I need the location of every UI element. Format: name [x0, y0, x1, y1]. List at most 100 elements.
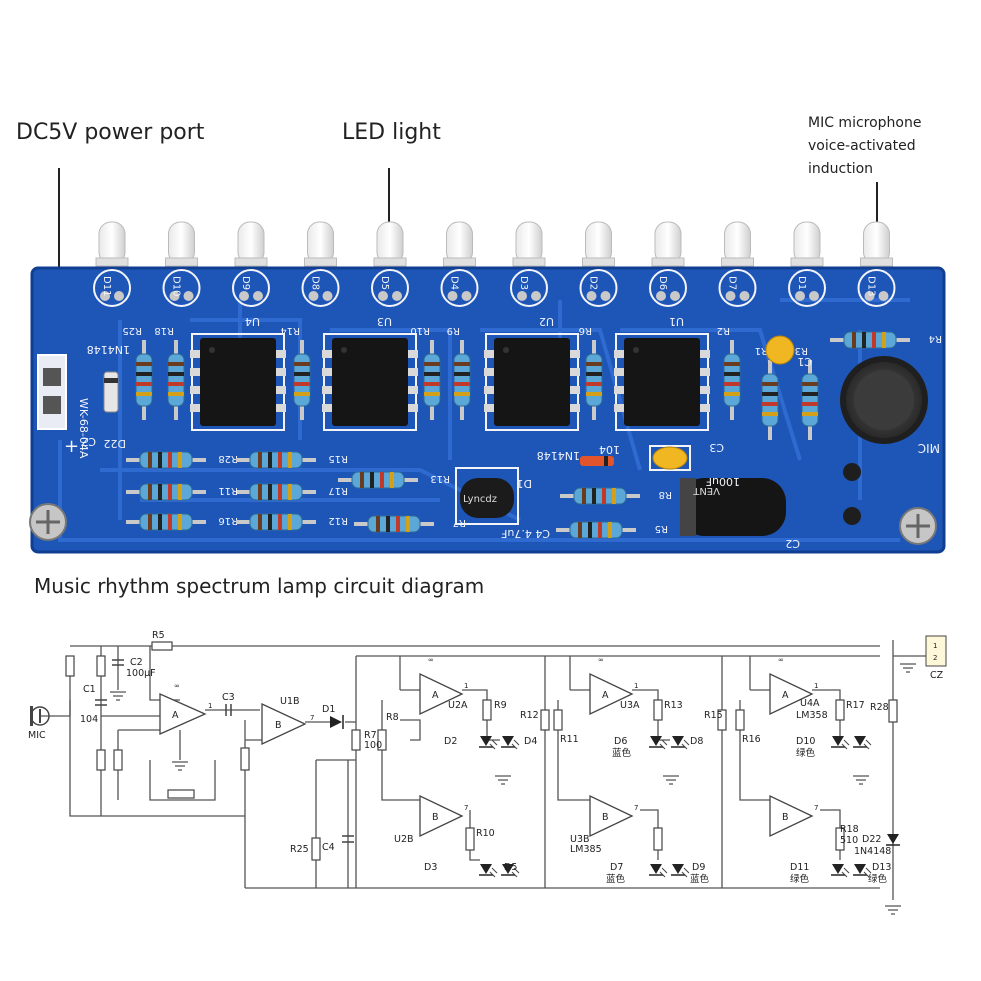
resistor-r28: R28 — [126, 451, 238, 469]
ic-label: U4 — [245, 315, 260, 328]
board-led-label: D5 — [379, 276, 390, 290]
lbl-c1v: 104 — [80, 714, 98, 725]
diode-d22 — [103, 371, 119, 413]
diode-1n4148-label: 1N4148 — [87, 343, 130, 356]
board-led-label: D13 — [866, 276, 877, 296]
schematic-leds — [479, 736, 872, 878]
lbl-r16: R16 — [742, 734, 761, 745]
board-led-label: D8 — [310, 276, 321, 290]
resistor-label: R8 — [659, 489, 672, 500]
ground-symbols — [110, 663, 916, 915]
resistor-r1: R1 — [755, 345, 779, 440]
schematic-led-6 — [671, 736, 690, 750]
lbl-d9: D9 — [692, 862, 705, 873]
board-led-label: D3 — [518, 276, 529, 290]
lbl-out-u4a: 1 — [814, 682, 818, 690]
board-led-d11: D11 — [93, 221, 131, 307]
board-led-d5: D5 — [371, 221, 409, 307]
schematic-capacitors — [95, 659, 354, 843]
schematic-labels: MIC C1 104 C2 100μF R5 C3 U1B D1 R7 100 … — [28, 630, 944, 885]
d1-label: D1 — [517, 477, 532, 490]
lbl-r11: R11 — [560, 734, 579, 745]
led-light-caption: LED light — [342, 120, 441, 145]
lbl-cz: CZ — [930, 670, 944, 681]
resistor-label: R2 — [717, 325, 730, 336]
lbl-u3b: U3B — [570, 834, 590, 845]
resistor-r4: R4 — [830, 331, 942, 349]
lbl-blue1: 蓝色 — [612, 747, 632, 759]
c3-label: C3 — [709, 441, 724, 454]
lbl-c1: C1 — [83, 684, 96, 695]
resistor-r16: R16 — [126, 513, 238, 531]
lbl-lm385: LM385 — [570, 844, 602, 855]
lbl-d8: D8 — [690, 736, 703, 747]
lbl-r18: R18 — [840, 824, 859, 835]
lbl-u2b: U2B — [394, 834, 414, 845]
resistor-r7: R7 — [354, 515, 466, 533]
resistor-label: R17 — [328, 485, 348, 496]
resistor-r11: R11 — [126, 483, 238, 501]
lbl-mic: MIC — [28, 730, 46, 741]
lbl-pin2: 2 — [933, 654, 937, 662]
lbl-u3a: U3A — [620, 700, 640, 711]
lbl-r13: R13 — [664, 700, 683, 711]
lbl-c3: C3 — [222, 692, 235, 703]
board-led-d3: D3 — [510, 221, 548, 307]
microphone-module — [840, 356, 928, 444]
lbl-d11: D11 — [790, 862, 809, 873]
resistor-r9: R9 — [447, 325, 471, 420]
lbl-r7v: 100 — [364, 740, 382, 751]
lbl-opa-u3a: A — [602, 690, 609, 701]
lbl-supply-u4: ∞ — [778, 656, 784, 664]
resistor-label: R28 — [218, 453, 238, 464]
schematic-wires — [40, 640, 931, 900]
lbl-r12: R12 — [520, 710, 539, 721]
electrolytic-text: VENT — [692, 485, 720, 496]
lbl-opb-u2b: B — [432, 812, 439, 823]
schematic-led-3 — [479, 864, 498, 878]
lbl-c2: C2 — [130, 657, 143, 668]
mic-symbol — [30, 706, 50, 726]
resistor-r25: R25 — [122, 325, 153, 420]
lbl-blue2: 蓝色 — [606, 873, 626, 885]
resistor-r12: R12 — [236, 513, 348, 531]
lbl-supply-u3: ∞ — [598, 656, 604, 664]
lbl-green1: 绿色 — [796, 747, 816, 759]
diode-1n4148-label-2: 1N4148 — [537, 449, 580, 462]
lbl-opb-u4b: B — [782, 812, 789, 823]
ceramic-capacitor-c1 — [765, 335, 795, 365]
lbl-r8: R8 — [386, 712, 399, 723]
lbl-r17: R17 — [846, 700, 865, 711]
mounting-screw-left — [29, 503, 67, 541]
lbl-u1b: U1B — [280, 696, 300, 707]
lbl-out-u1a: 1 — [208, 702, 212, 710]
lbl-blue3: 蓝色 — [690, 873, 710, 885]
lbl-d22v: 1N4148 — [854, 846, 891, 857]
resistor-label: R4 — [929, 333, 942, 344]
schematic-resistors — [65, 641, 898, 861]
lbl-d7: D7 — [610, 862, 623, 873]
mic-caption-line-1: MIC microphone — [808, 115, 922, 131]
ic-u1: U1 — [614, 315, 710, 431]
resistor-label: R14 — [280, 325, 300, 336]
lbl-u4a: U4A — [800, 698, 820, 709]
ic-u4: U4 — [190, 315, 286, 431]
resistor-label: R13 — [430, 473, 450, 484]
lbl-c4: C4 — [322, 842, 335, 853]
lbl-d22: D22 — [862, 834, 881, 845]
led-pointer-line — [388, 168, 390, 270]
board-led-d7: D7 — [718, 221, 757, 307]
capacitor-c4: Lyncdz — [455, 467, 519, 525]
board-led-d4: D4 — [440, 221, 479, 307]
lbl-r25: R25 — [290, 844, 309, 855]
resistor-r6: R6 — [579, 325, 603, 420]
lbl-out-u3b: 7 — [634, 804, 638, 812]
lbl-r5: R5 — [152, 630, 165, 641]
ic-label: U1 — [669, 315, 684, 328]
schematic-led-5 — [649, 736, 668, 750]
lbl-d10: D10 — [796, 736, 815, 747]
